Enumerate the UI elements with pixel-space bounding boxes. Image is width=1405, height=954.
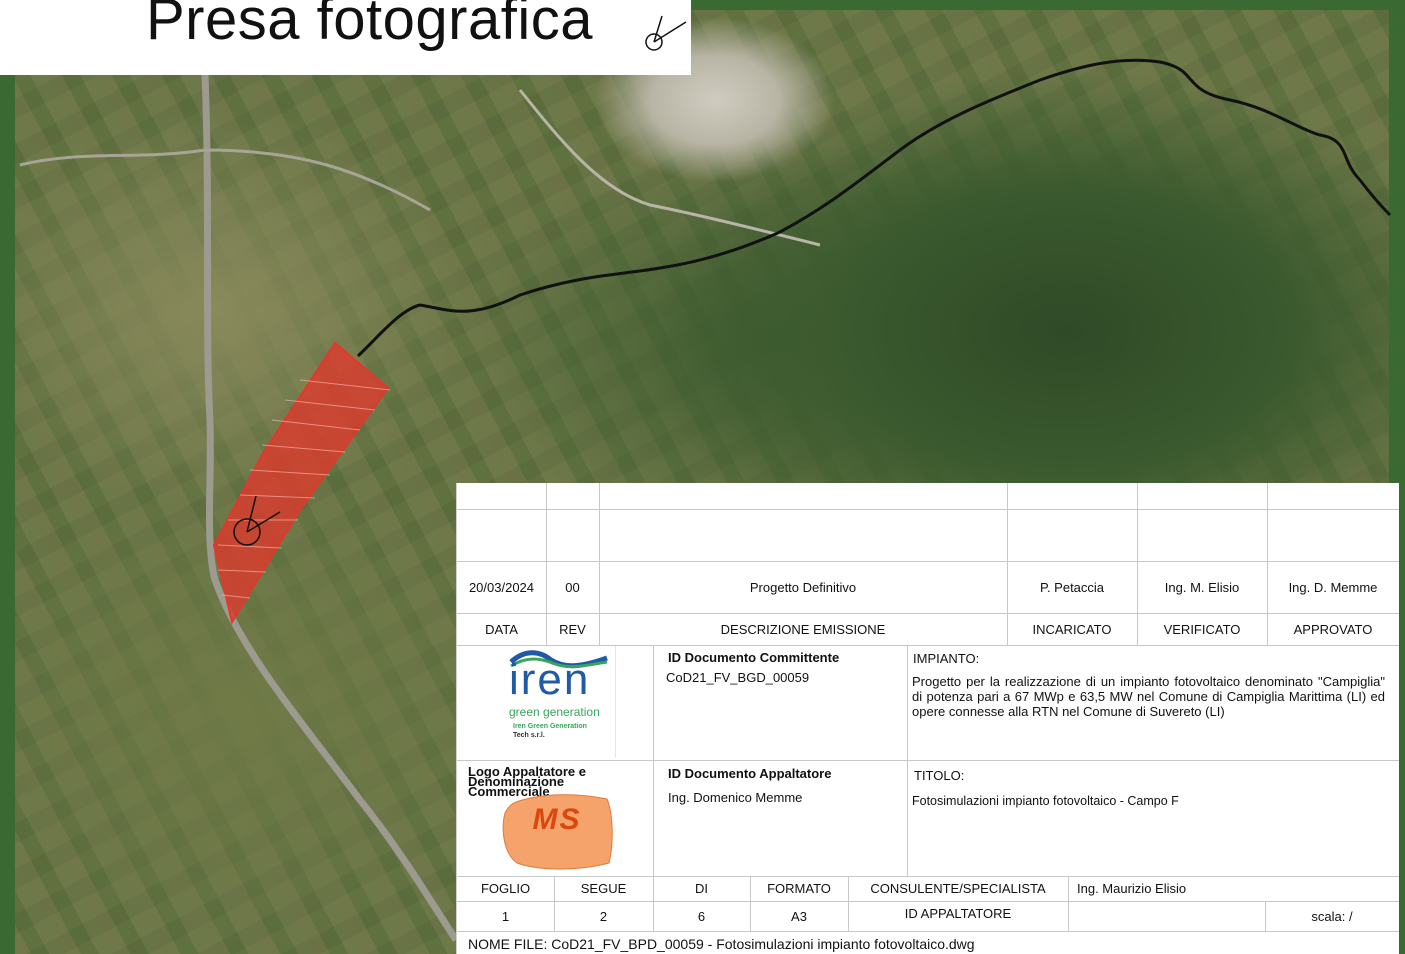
formato-value: A3 xyxy=(791,908,807,924)
appaltatore-value: Ing. Domenico Memme xyxy=(668,790,803,805)
consulente-value: Ing. Maurizio Elisio xyxy=(1077,881,1187,896)
rev-incaricato: P. Petaccia xyxy=(1039,579,1105,595)
site-area-hatch xyxy=(217,379,391,599)
ms-logo-text: MS xyxy=(532,803,582,836)
segue-value: 2 xyxy=(599,908,608,924)
iren-wave-icon xyxy=(509,650,608,669)
iren-logo-text: iren xyxy=(509,655,591,704)
header-approvato: APPROVATO xyxy=(1293,621,1373,637)
main-road xyxy=(201,74,459,942)
committente-value: CoD21_FV_BGD_00059 xyxy=(666,670,810,685)
id-appaltatore-label: ID APPALTATORE xyxy=(904,906,1012,921)
rev-description: Progetto Definitivo xyxy=(749,579,857,595)
header-descrizione: DESCRIZIONE EMISSIONE xyxy=(720,621,886,637)
impianto-text: Progetto per la realizzazione di un impi… xyxy=(912,674,1385,719)
appaltatore-label: ID Documento Appaltatore xyxy=(668,766,832,781)
committente-logo: iren green generation Iren Green Generat… xyxy=(501,646,616,758)
header-incaricato: INCARICATO xyxy=(1032,621,1112,637)
header-rev: REV xyxy=(559,621,586,637)
appaltatore-logo-label: Logo Appaltatore e Denominazione Commerc… xyxy=(468,764,586,799)
di-value: 6 xyxy=(697,908,706,924)
secondary-road xyxy=(19,148,431,212)
foglio-value: 1 xyxy=(501,908,510,924)
rev-approvato: Ing. D. Memme xyxy=(1288,579,1378,595)
rev-number: 00 xyxy=(565,579,580,595)
rev-verificato: Ing. M. Elisio xyxy=(1164,579,1240,595)
header-data: DATA xyxy=(485,621,518,637)
connection-route xyxy=(356,58,1392,358)
impianto-label: IMPIANTO: xyxy=(913,651,980,666)
rev-date: 20/03/2024 xyxy=(468,579,535,595)
camera-viewpoint-icon xyxy=(645,15,687,51)
iren-logo-sub: green generation xyxy=(509,705,600,719)
ms-logo xyxy=(502,794,613,870)
consulente-label: CONSULENTE/SPECIALISTA xyxy=(870,881,1046,896)
titolo-text: Fotosimulazioni impianto fotovoltaico - … xyxy=(912,794,1179,808)
committente-label: ID Documento Committente xyxy=(668,650,840,665)
camera-viewpoint-icon xyxy=(233,495,281,546)
iren-company-1: Iren Green Generation xyxy=(513,723,587,730)
di-label: DI xyxy=(695,881,708,896)
header-verificato: VERIFICATO xyxy=(1163,621,1241,637)
site-area xyxy=(212,341,390,625)
foglio-label: FOGLIO xyxy=(480,881,531,896)
page-title: Presa fotografica xyxy=(146,0,593,52)
segue-label: SEGUE xyxy=(580,881,627,896)
nome-file: NOME FILE: CoD21_FV_BPD_00059 - Fotosimu… xyxy=(468,936,975,952)
titolo-label: TITOLO: xyxy=(914,768,965,783)
title-block: 20/03/2024 00 Progetto Definitivo P. Pet… xyxy=(456,483,1399,954)
quarry-road xyxy=(518,89,821,247)
formato-label: FORMATO xyxy=(767,881,831,896)
scala-value: scala: / xyxy=(1311,908,1353,924)
title-box: Presa fotografica xyxy=(0,0,691,75)
iren-company-2: Tech s.r.l. xyxy=(513,732,545,739)
